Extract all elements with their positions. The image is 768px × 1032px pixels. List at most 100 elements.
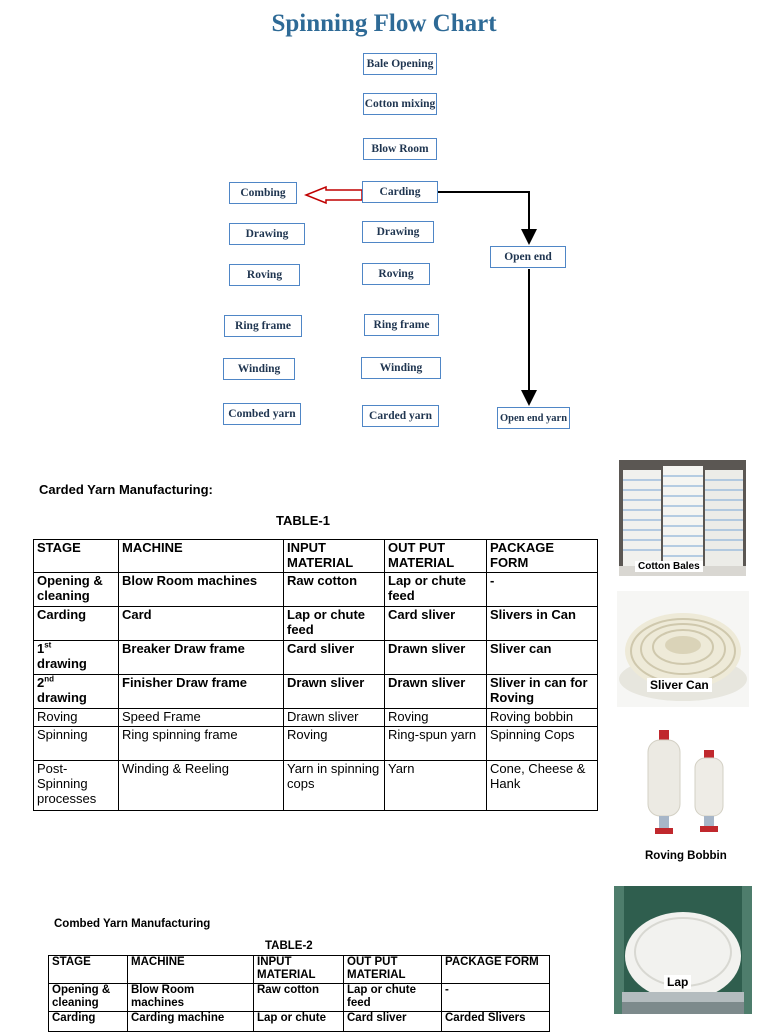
- flow-box-combed-winding: Winding: [223, 358, 295, 380]
- table-header-row: STAGE MACHINE INPUT MATERIAL OUT PUT MAT…: [33, 539, 598, 573]
- carded-yarn-heading: Carded Yarn Manufacturing:: [39, 482, 213, 497]
- roving-bobbin-photo: [640, 726, 740, 836]
- flow-connectors: [303, 185, 537, 406]
- cell-output: Drawn sliver: [384, 674, 487, 709]
- table-header-row: STAGE MACHINE INPUT MATERIAL OUT PUT MAT…: [48, 955, 550, 984]
- flow-box-combed-ring-frame: Ring frame: [224, 315, 302, 337]
- cell-package: Sliver in can for Roving: [486, 674, 598, 709]
- cell-input: Lap or chute feed: [283, 606, 385, 641]
- cell-output: Yarn: [384, 760, 487, 811]
- cell-stage: Opening & cleaning: [33, 572, 119, 607]
- combed-yarn-table: STAGE MACHINE INPUT MATERIAL OUT PUT MAT…: [48, 955, 550, 1032]
- carding-to-open-end-arrow: [437, 191, 537, 245]
- carding-to-combing-arrow: [303, 185, 363, 205]
- table-row: Carding Carding machine Lap or chute Car…: [48, 1011, 550, 1032]
- cell-input: Yarn in spinning cops: [283, 760, 385, 811]
- flow-box-cotton-mixing: Cotton mixing: [363, 93, 437, 115]
- cell-stage: Carding: [48, 1011, 128, 1032]
- cell-machine: Breaker Draw frame: [118, 640, 284, 675]
- table-row: Post-Spinning processes Winding & Reelin…: [33, 760, 598, 811]
- sliver-can-photo: Sliver Can: [617, 591, 749, 707]
- flow-box-combed-roving: Roving: [229, 264, 300, 286]
- ordinal-suffix: st: [44, 640, 52, 650]
- table-row: Spinning Ring spinning frame Roving Ring…: [33, 726, 598, 761]
- cell-machine: Ring spinning frame: [118, 726, 284, 761]
- page-title: Spinning Flow Chart: [271, 10, 497, 37]
- cell-output: Drawn sliver: [384, 640, 487, 675]
- cell-stage: 2nd drawing: [33, 674, 119, 709]
- cell-stage: Opening & cleaning: [48, 983, 128, 1012]
- cell-stage: Spinning: [33, 726, 119, 761]
- cell-machine: Blow Room machines: [118, 572, 284, 607]
- cell-stage: Post-Spinning processes: [33, 760, 119, 811]
- cell-input: Roving: [283, 726, 385, 761]
- lap-image: [614, 886, 752, 1014]
- cell-package: Cone, Cheese & Hank: [486, 760, 598, 811]
- cell-package: Spinning Cops: [486, 726, 598, 761]
- cell-output: Card sliver: [343, 1011, 442, 1032]
- flow-box-carded-yarn: Carded yarn: [362, 405, 439, 427]
- header-machine: MACHINE: [127, 955, 254, 984]
- header-output-material: OUT PUT MATERIAL: [384, 539, 487, 573]
- header-machine: MACHINE: [118, 539, 284, 573]
- roving-bobbin-image: [647, 730, 724, 834]
- roving-bobbin-label: Roving Bobbin: [645, 850, 727, 862]
- cell-machine: Blow Room machines: [127, 983, 254, 1012]
- cell-output: Card sliver: [384, 606, 487, 641]
- cotton-bales-label: Cotton Bales: [635, 561, 703, 572]
- table-row: Opening & cleaning Blow Room machines Ra…: [33, 572, 598, 607]
- stage-label: drawing: [37, 690, 87, 706]
- flow-box-carded-winding: Winding: [361, 357, 441, 379]
- cell-package: Slivers in Can: [486, 606, 598, 641]
- cell-output: Ring-spun yarn: [384, 726, 487, 761]
- cell-input: Raw cotton: [253, 983, 344, 1012]
- table-row: 2nd drawing Finisher Draw frame Drawn sli…: [33, 674, 598, 709]
- cell-machine: Carding machine: [127, 1011, 254, 1032]
- sliver-can-image: [617, 591, 749, 707]
- cell-machine: Finisher Draw frame: [118, 674, 284, 709]
- ordinal-suffix: nd: [44, 674, 55, 684]
- cell-input: Drawn sliver: [283, 708, 385, 727]
- ordinal-number: 2: [37, 675, 45, 691]
- table-row: Roving Speed Frame Drawn sliver Roving R…: [33, 708, 598, 727]
- header-input-material: INPUT MATERIAL: [253, 955, 344, 984]
- cell-package: Carded Slivers: [441, 1011, 550, 1032]
- cell-input: Drawn sliver: [283, 674, 385, 709]
- header-output-material: OUT PUT MATERIAL: [343, 955, 442, 984]
- lap-photo: Lap: [614, 886, 752, 1014]
- cell-package: Roving bobbin: [486, 708, 598, 727]
- flow-box-combed-yarn: Combed yarn: [223, 403, 301, 425]
- cell-stage: Carding: [33, 606, 119, 641]
- cotton-bales-photo: Cotton Bales: [619, 460, 746, 576]
- cell-output: Lap or chute feed: [343, 983, 442, 1012]
- flow-box-carding: Carding: [362, 181, 438, 203]
- flow-box-carded-drawing: Drawing: [362, 221, 434, 243]
- flow-box-combing: Combing: [229, 182, 297, 204]
- table-row: Opening & cleaning Blow Room machines Ra…: [48, 983, 550, 1012]
- header-package-form: PACKAGE FORM: [486, 539, 598, 573]
- flow-box-combed-drawing: Drawing: [229, 223, 305, 245]
- cell-machine: Card: [118, 606, 284, 641]
- cell-package: -: [486, 572, 598, 607]
- carded-yarn-table: STAGE MACHINE INPUT MATERIAL OUT PUT MAT…: [33, 539, 598, 811]
- cotton-bales-image: [619, 460, 746, 576]
- cell-machine: Winding & Reeling: [118, 760, 284, 811]
- sliver-can-label: Sliver Can: [647, 678, 712, 692]
- header-package-form: PACKAGE FORM: [441, 955, 550, 984]
- stage-label: drawing: [37, 656, 87, 672]
- flow-box-open-end: Open end: [490, 246, 566, 268]
- table-row: Carding Card Lap or chute feed Card sliv…: [33, 606, 598, 641]
- cell-input: Raw cotton: [283, 572, 385, 607]
- cell-package: -: [441, 983, 550, 1012]
- flow-box-bale-opening: Bale Opening: [363, 53, 437, 75]
- flow-box-carded-roving: Roving: [362, 263, 430, 285]
- cell-input: Card sliver: [283, 640, 385, 675]
- cell-input: Lap or chute: [253, 1011, 344, 1032]
- table-1-caption: TABLE-1: [276, 513, 330, 528]
- cell-machine: Speed Frame: [118, 708, 284, 727]
- cell-output: Lap or chute feed: [384, 572, 487, 607]
- header-stage: STAGE: [48, 955, 128, 984]
- header-input-material: INPUT MATERIAL: [283, 539, 385, 573]
